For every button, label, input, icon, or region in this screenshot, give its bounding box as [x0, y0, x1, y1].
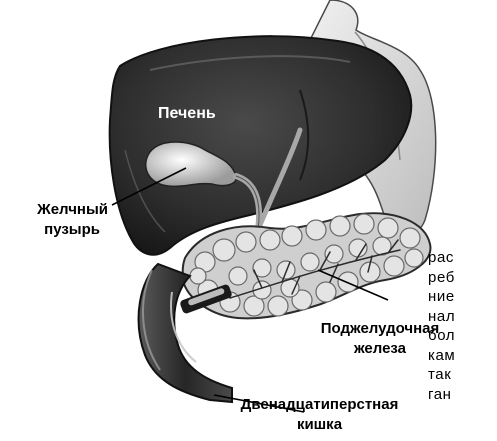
side-text-line: нал	[428, 307, 497, 327]
side-text-line: ган	[428, 385, 497, 405]
side-text-line: так	[428, 365, 497, 385]
side-text-line: рас	[428, 248, 497, 268]
liver-label: Печень	[158, 104, 216, 123]
pancreas-label-line1: Поджелудочная	[315, 319, 445, 338]
side-text-line: кам	[428, 346, 497, 366]
gallbladder-label-line2: пузырь	[0, 220, 100, 239]
side-text-fragment: рас реб ние нал бол кам так ган	[428, 248, 497, 436]
duodenum-label-line1: Двенадцатиперстная	[222, 395, 417, 414]
side-text-line: реб	[428, 268, 497, 288]
pancreas-label-line2: железа	[315, 339, 445, 358]
pancreas	[183, 213, 431, 318]
side-text-line: ние	[428, 287, 497, 307]
duodenum-label-line2: кишка	[222, 415, 417, 434]
gallbladder-label-line1: Желчный	[0, 200, 108, 219]
side-text-line: бол	[428, 326, 497, 346]
